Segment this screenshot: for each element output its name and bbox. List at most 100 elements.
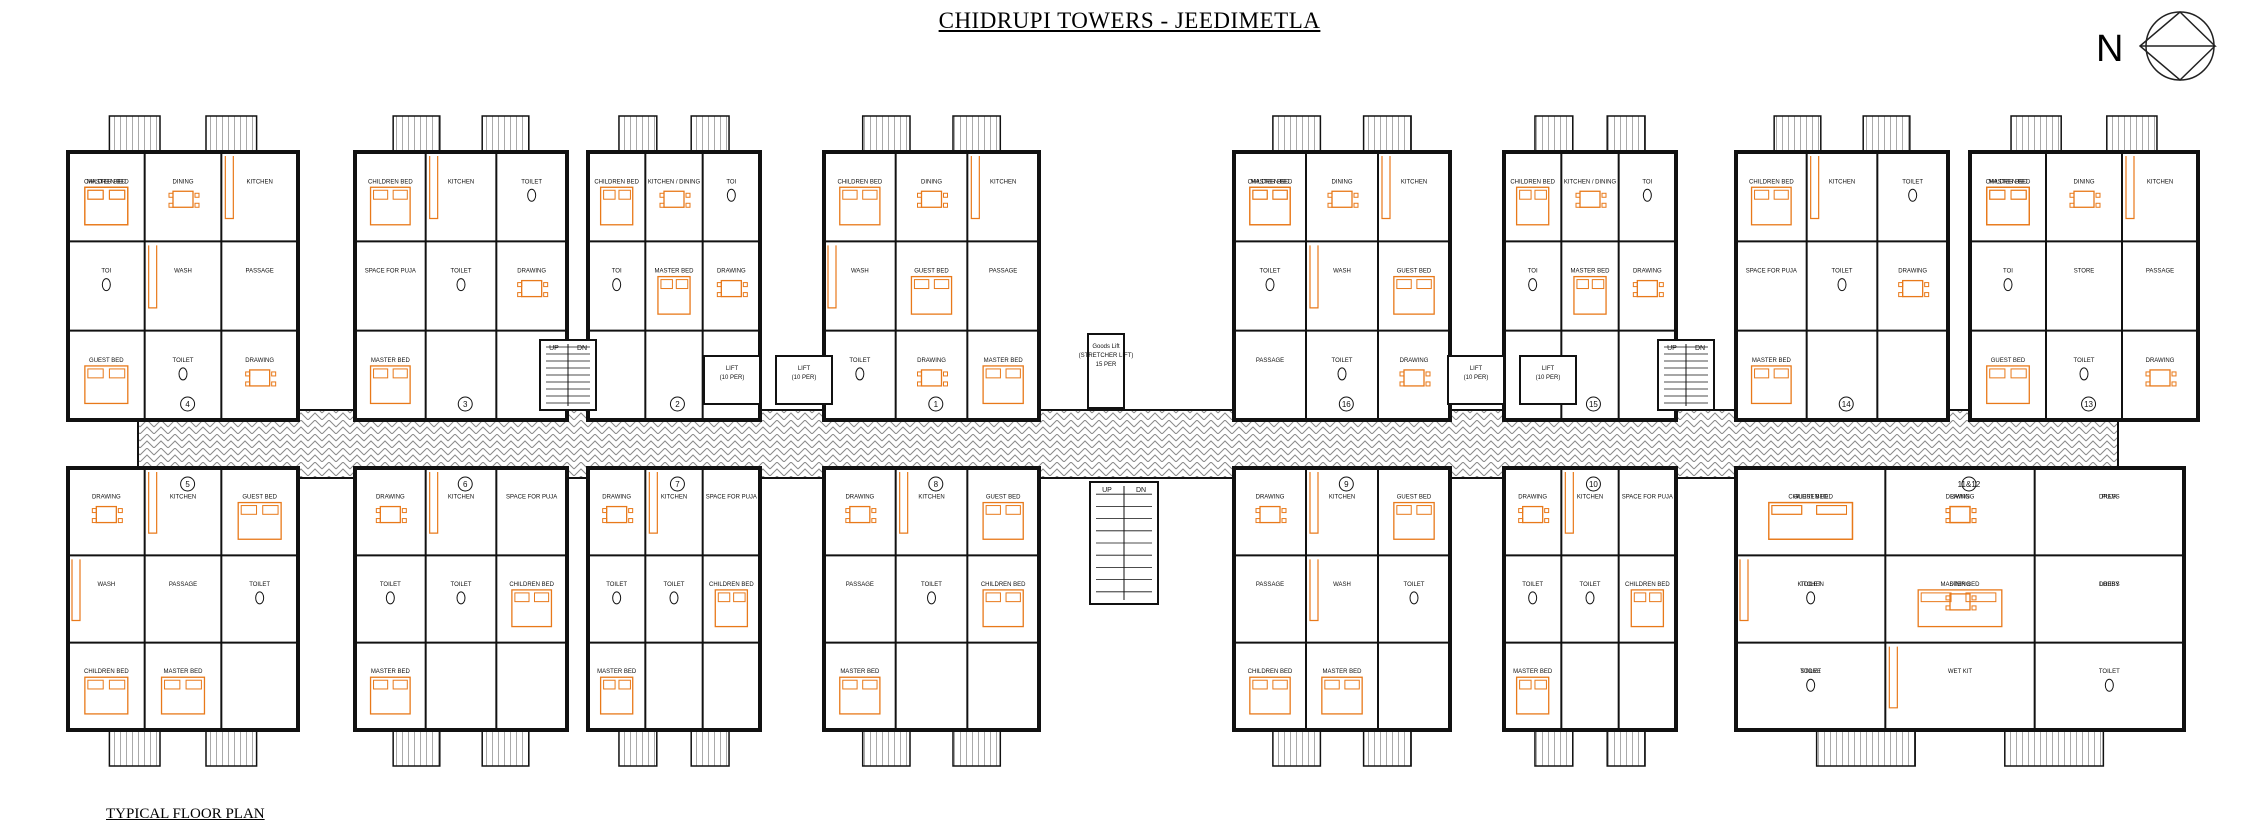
lift-shaft — [703, 355, 761, 405]
chair — [375, 508, 381, 514]
pillow — [87, 368, 104, 379]
balcony-rail — [1534, 115, 1574, 153]
pillow — [108, 368, 126, 379]
wc — [726, 188, 736, 202]
room-label: CHILDREN BED — [1788, 495, 1833, 501]
pillow — [87, 679, 104, 690]
chair — [1658, 282, 1664, 288]
chair — [1945, 605, 1951, 611]
lift-shaft — [1519, 355, 1577, 405]
room-label: DRAWING — [917, 358, 946, 364]
chair — [943, 381, 948, 387]
room-label: SPACE FOR PUJA — [506, 495, 557, 501]
furniture — [84, 186, 129, 226]
counter — [429, 156, 439, 220]
outer-wall — [66, 466, 300, 732]
balcony — [392, 115, 530, 153]
balcony-rail — [1362, 729, 1412, 767]
furniture — [899, 472, 909, 534]
wc — [456, 591, 466, 605]
chair — [742, 292, 748, 298]
room-label: DRAWING — [845, 495, 874, 501]
furniture — [237, 501, 282, 540]
pillow — [392, 368, 408, 379]
flat-number-marker — [1338, 476, 1354, 492]
chair — [1658, 292, 1664, 298]
counter — [71, 559, 81, 622]
furniture — [1528, 591, 1538, 605]
room-label: KITCHEN — [1797, 582, 1823, 588]
outer-wall — [353, 466, 569, 732]
furniture — [84, 676, 129, 715]
chair — [1518, 518, 1524, 524]
pillow — [2010, 189, 2027, 200]
furniture — [2104, 678, 2114, 692]
furniture — [917, 190, 948, 208]
balcony-rail — [1606, 115, 1646, 153]
counter — [1564, 472, 1574, 534]
bed — [1573, 275, 1607, 315]
furniture — [245, 369, 277, 387]
bed — [839, 676, 881, 715]
chair — [271, 371, 277, 377]
counter — [224, 156, 234, 220]
bed — [839, 186, 881, 226]
pillow — [1649, 592, 1662, 603]
pillow — [1816, 505, 1848, 515]
furniture — [255, 591, 265, 605]
pillow — [1989, 189, 2006, 200]
room-label: CHILDREN BED — [1248, 669, 1293, 675]
balcony — [1534, 729, 1646, 767]
bed — [1768, 501, 1854, 540]
chair — [517, 282, 523, 288]
balcony-rail — [618, 115, 658, 153]
balcony — [618, 115, 730, 153]
balcony — [1272, 729, 1412, 767]
lift: Goods Lift(STRETCHER LIFT)15 PER — [1079, 333, 1133, 409]
pillow — [373, 679, 389, 690]
pillow — [1324, 679, 1340, 690]
bed — [84, 676, 129, 715]
bed — [599, 676, 634, 715]
balcony-rail — [618, 729, 658, 767]
room-label: MASTER BED — [1940, 582, 1980, 588]
room-label: TOILET — [849, 358, 870, 364]
wc — [2079, 367, 2089, 381]
room-label: LIVING — [1950, 495, 1970, 501]
wc — [1837, 278, 1847, 292]
pillow — [1754, 189, 1770, 200]
room-label: MASTER BED — [1513, 669, 1553, 675]
outer-wall — [353, 150, 569, 422]
flat-number: 8 — [934, 480, 939, 489]
furniture — [1249, 186, 1291, 226]
chair — [117, 508, 123, 514]
room-label: CHILDREN BED — [509, 582, 554, 588]
room-label: KITCHEN — [990, 179, 1016, 185]
chair — [2095, 202, 2101, 208]
pillow — [514, 592, 530, 603]
flat-number-marker — [2081, 396, 2097, 412]
chair — [602, 508, 608, 514]
lift-label: (10 PER) — [1464, 375, 1489, 381]
pillow — [862, 679, 878, 690]
table — [249, 369, 271, 387]
flat-number: 2 — [675, 400, 680, 409]
pillow — [618, 679, 631, 690]
furniture — [1917, 589, 2003, 628]
balcony-rail — [392, 115, 441, 153]
room-label: DRAWING — [376, 495, 405, 501]
counter — [899, 472, 909, 534]
balcony-rail — [1534, 729, 1574, 767]
furniture — [1806, 591, 1816, 605]
balcony-rail — [1773, 115, 1822, 153]
chair — [917, 202, 922, 208]
room-label: DRAWING — [717, 269, 746, 275]
pillow — [1773, 368, 1789, 379]
bed — [910, 275, 953, 315]
room-label: KITCHEN — [1329, 495, 1355, 501]
room-label: TOILET — [1332, 358, 1353, 364]
wc — [855, 367, 865, 381]
wc — [255, 591, 265, 605]
pillow — [373, 189, 389, 200]
room-label: MASTER BED — [371, 669, 411, 675]
